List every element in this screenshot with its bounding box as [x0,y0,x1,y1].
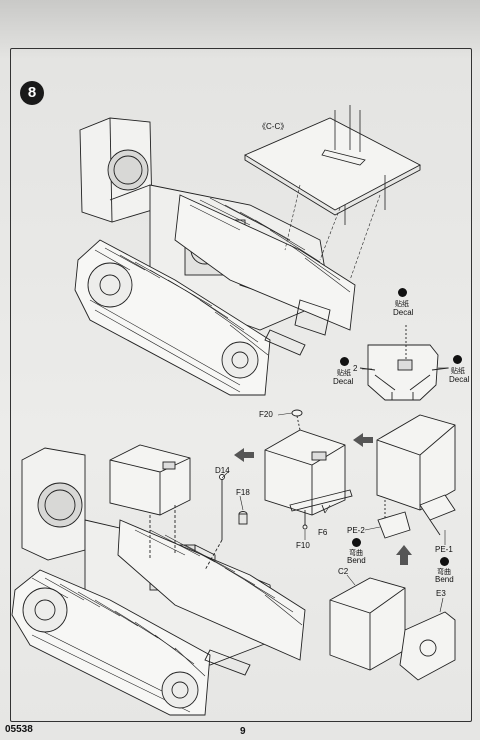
arrow-left-1 [234,448,254,462]
part-pe1-label: PE-1 [435,545,453,554]
bend-label-en: Bend [435,575,454,584]
decal-label-en: Decal [393,308,414,317]
part-e3-label: E3 [436,589,446,598]
section-label: 《C-C》 [258,122,289,131]
bend-icon [352,538,361,547]
part-2-label: 2 [353,364,358,373]
page-number: 9 [240,726,246,737]
part-f6-label: F6 [318,528,328,537]
bend-label-cn: 弯曲 [349,550,363,557]
decal-label-cn: 贴纸 [451,368,465,375]
part-f10-label: F10 [296,541,310,550]
decal-label-cn: 贴纸 [395,301,409,308]
decal-label-en: Decal [449,375,470,384]
step-number-badge: 8 [20,81,44,105]
bend-label-en: Bend [347,556,366,565]
part-c2-label: C2 [338,567,349,576]
bend-icon [440,557,449,566]
part-f20-label: F20 [259,410,273,419]
page-frame [10,48,472,722]
part-pe2-label: PE-2 [347,526,365,535]
decal-label-cn: 贴纸 [337,370,351,377]
catalog-number: 05538 [5,724,33,735]
arrow-up [396,545,412,565]
decal-icon [398,288,407,297]
decal-icon [340,357,349,366]
hitch-detail [359,325,449,401]
part-d14-label: D14 [215,466,230,475]
bend-label-cn: 弯曲 [437,569,451,576]
decal-icon [453,355,462,364]
lower-tractor-illustration [11,444,306,716]
part-f18-label: F18 [236,488,250,497]
tank-subassembly [264,409,456,681]
decal-label-en: Decal [333,377,354,386]
arrow-left-2 [353,433,373,447]
upper-tractor-illustration [74,105,421,396]
